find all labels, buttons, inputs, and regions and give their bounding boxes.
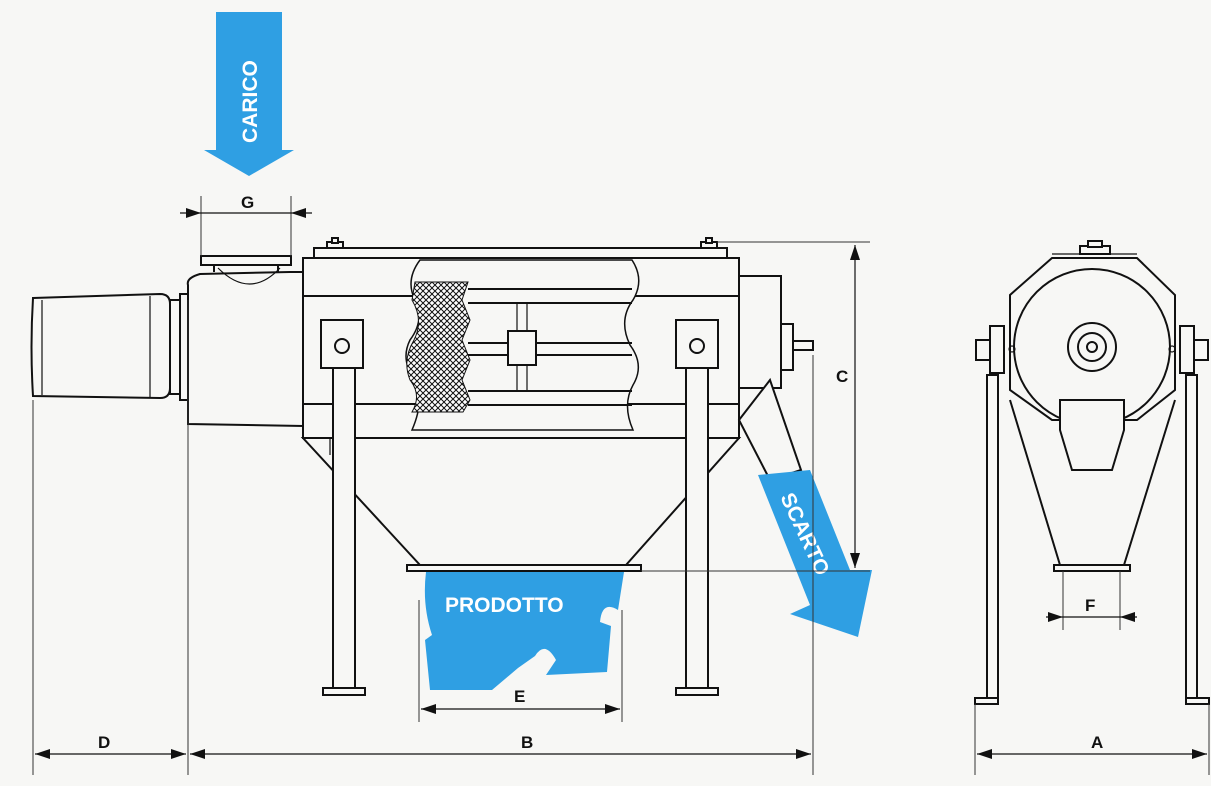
dim-b-label: B xyxy=(521,733,533,752)
inlet-housing xyxy=(186,255,304,428)
dim-g-label: G xyxy=(241,193,254,212)
side-view xyxy=(30,237,814,696)
motor xyxy=(30,292,189,401)
end-cap xyxy=(738,275,814,389)
dim-f-label: F xyxy=(1085,596,1095,615)
screen-body xyxy=(302,237,740,439)
carico-arrow: CARICO xyxy=(204,12,294,176)
prodotto-label: PRODOTTO xyxy=(445,594,564,617)
carico-label: CARICO xyxy=(239,60,262,143)
reject-chute xyxy=(737,377,803,482)
dim-c-label: C xyxy=(836,367,848,386)
legs xyxy=(320,319,719,696)
hopper xyxy=(300,437,742,572)
dim-d-label: D xyxy=(98,733,110,752)
prodotto-arrow: PRODOTTO xyxy=(424,572,624,690)
dim-a-label: A xyxy=(1091,733,1103,752)
front-view xyxy=(974,240,1210,705)
dimensions: G C E D B F xyxy=(32,193,1210,775)
dim-e-label: E xyxy=(514,687,525,706)
